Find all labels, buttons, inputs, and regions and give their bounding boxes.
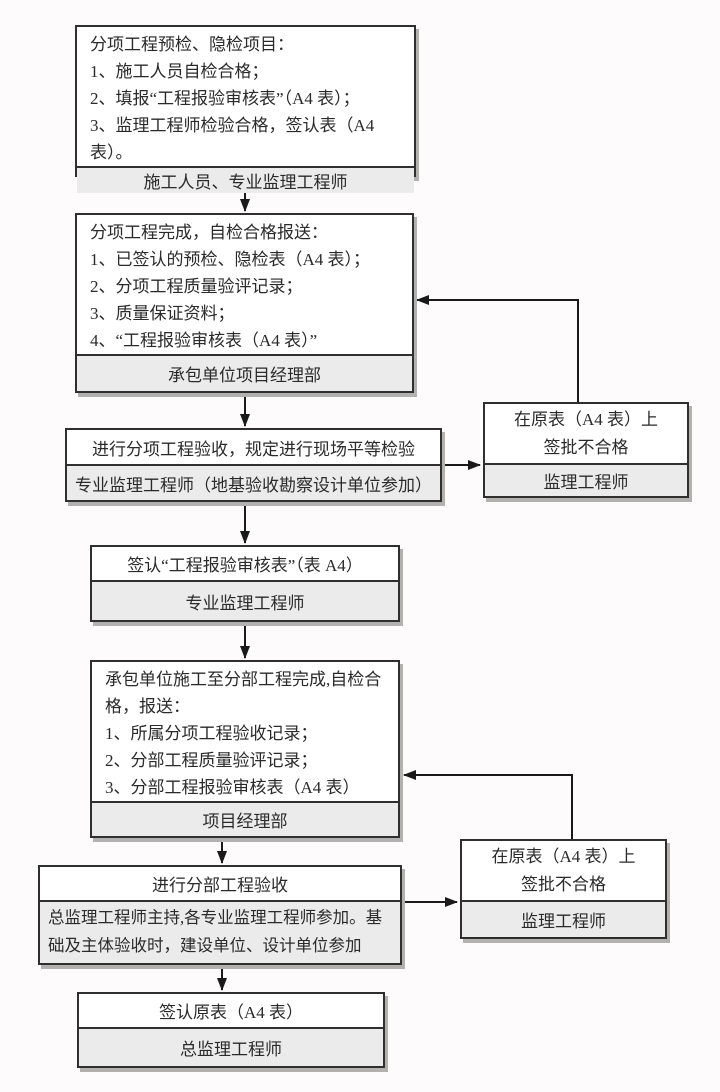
step-text-line: 3、质量保证资料； xyxy=(90,304,235,323)
step-text-line: 3、监理工程师检验合格，签认表（A4 表）。 xyxy=(90,116,375,162)
step-title: 进行分部工程验收 xyxy=(152,876,288,895)
arrow-reject2-to-box5 xyxy=(403,770,573,839)
step-title: 进行分项工程验收，规定进行现场平等检验 xyxy=(92,439,415,459)
step-body: 在原表（A4 表）上 签批不合格 xyxy=(462,841,665,900)
step-body: 分项工程预检、隐检项目： 1、施工人员自检合格； 2、填报“工程报验审核表”（A… xyxy=(77,27,414,166)
step-subitem-acceptance: 进行分项工程验收，规定进行现场平等检验 专业监理工程师（地基验收勘察设计单位参加… xyxy=(65,428,442,502)
step-text-line: 1、施工人员自检合格； xyxy=(90,62,269,81)
step-subdivision-acceptance: 进行分部工程验收 总监理工程师主持,各专业监理工程师参加。基础及主体验收时，建设… xyxy=(38,865,402,965)
step-text-line: 签批不合格 xyxy=(543,437,629,457)
step-title: 签认“工程报验审核表”（表 A4） xyxy=(127,556,363,575)
arrow-reject1-to-box2 xyxy=(416,295,579,402)
step-subitem-pre-check: 分项工程预检、隐检项目： 1、施工人员自检合格； 2、填报“工程报验审核表”（A… xyxy=(75,25,416,193)
step-sign-original-form: 签认原表（A4 表） 总监理工程师 xyxy=(77,992,385,1068)
responsible-party: 施工人员、专业监理工程师 xyxy=(77,166,414,193)
step-text-line: 在原表（A4 表）上 xyxy=(491,846,636,866)
step-text-line: 分项工程完成，自检合格报送： xyxy=(90,223,328,242)
responsible-party: 承包单位项目经理部 xyxy=(77,354,412,391)
step-text-line: 1、所属分项工程验收记录； xyxy=(105,724,318,743)
step-text-line: 在原表（A4 表）上 xyxy=(513,409,659,429)
step-body: 承包单位施工至分部工程完成,自检合格，报送： 1、所属分项工程验收记录； 2、分… xyxy=(92,662,398,801)
step-text-line: 2、分部工程质量验评记录； xyxy=(105,751,318,770)
step-text-line: 4、“工程报验审核表（A4 表）” xyxy=(90,331,318,350)
responsible-party: 总监理工程师主持,各专业监理工程师参加。基础及主体验收时，建设单位、设计单位参加 xyxy=(40,900,400,963)
reject-note-subdivision: 在原表（A4 表）上 签批不合格 监理工程师 xyxy=(460,839,667,939)
step-body: 分项工程完成，自检合格报送： 1、已签认的预检、隐检表（A4 表）； 2、分项工… xyxy=(77,215,412,354)
step-text-line: 分项工程预检、隐检项目： xyxy=(90,35,294,54)
step-text-line: 1、已签认的预检、隐检表（A4 表）； xyxy=(90,250,371,269)
step-subdivision-completion-submit: 承包单位施工至分部工程完成,自检合格，报送： 1、所属分项工程验收记录； 2、分… xyxy=(90,660,400,838)
responsible-party: 项目经理部 xyxy=(92,801,398,836)
step-sign-review-form: 签认“工程报验审核表”（表 A4） 专业监理工程师 xyxy=(90,545,400,622)
step-subitem-completion-submit: 分项工程完成，自检合格报送： 1、已签认的预检、隐检表（A4 表）； 2、分项工… xyxy=(75,213,414,393)
step-body: 在原表（A4 表）上 签批不合格 xyxy=(485,404,687,463)
step-text-line: 签批不合格 xyxy=(521,874,606,894)
step-title: 签认原表（A4 表） xyxy=(158,1003,304,1022)
reject-note-subitem: 在原表（A4 表）上 签批不合格 监理工程师 xyxy=(483,402,689,498)
step-text-line: 3、分部工程报验审核表（A4 表） xyxy=(105,778,360,797)
step-text-line: 2、填报“工程报验审核表”（A4 表）； xyxy=(90,89,360,108)
step-text-line: 2、分项工程质量验评记录； xyxy=(90,277,303,296)
step-text-line: 承包单位施工至分部工程完成,自检合格，报送： xyxy=(105,670,382,716)
responsible-party: 监理工程师 xyxy=(485,463,687,496)
responsible-party: 专业监理工程师 xyxy=(92,580,398,620)
responsible-party: 总监理工程师 xyxy=(79,1027,383,1066)
responsible-party: 专业监理工程师（地基验收勘察设计单位参加） xyxy=(67,464,440,500)
responsible-party: 监理工程师 xyxy=(462,900,665,937)
